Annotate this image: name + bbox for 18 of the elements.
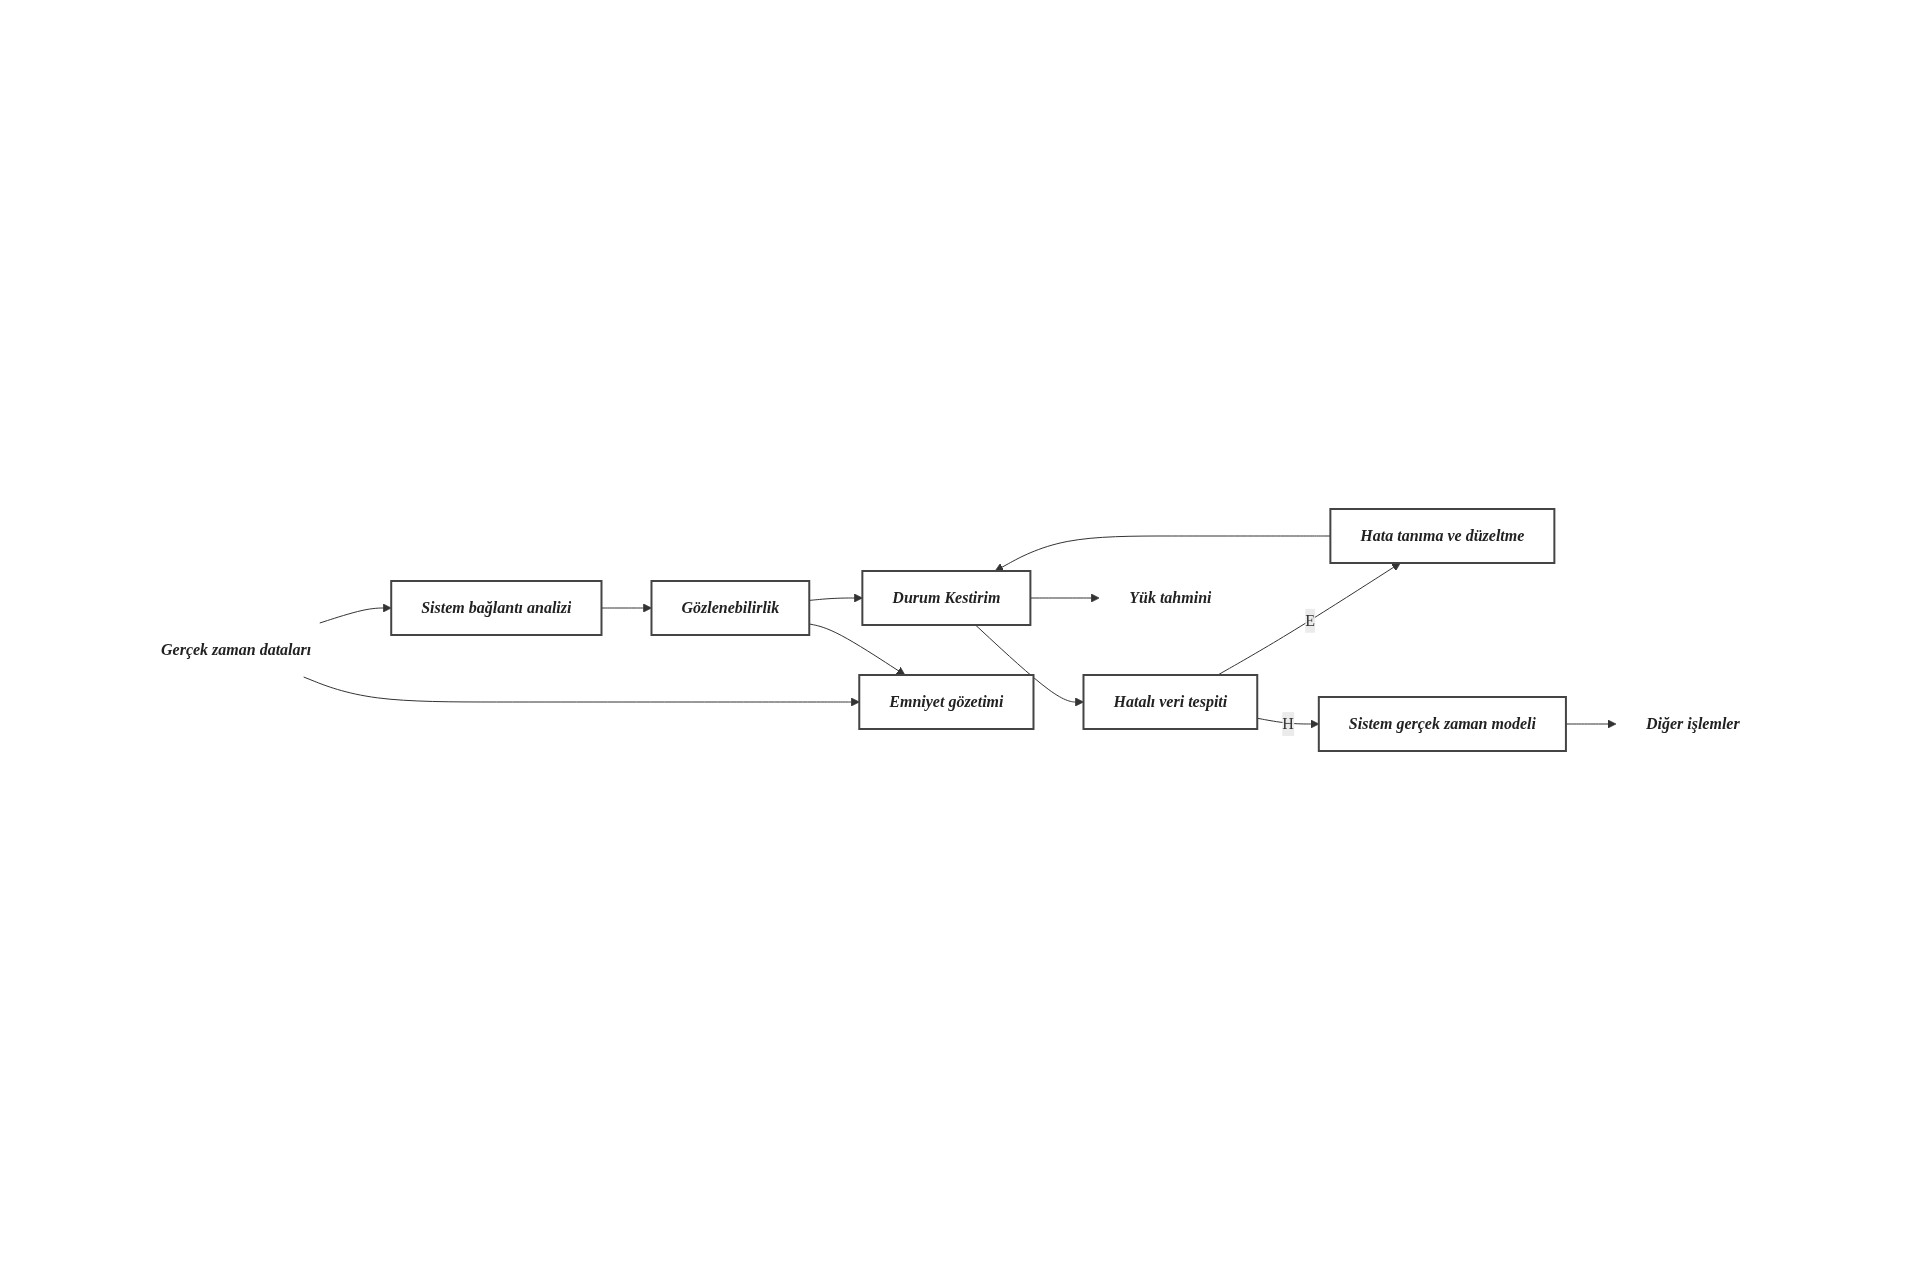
node-box: Durum Kestirim — [861, 570, 1032, 626]
arrow — [808, 593, 863, 603]
arrow — [808, 623, 905, 676]
node-text: Diğer işlemler — [1645, 715, 1740, 732]
arrow — [1565, 719, 1616, 729]
node-box: Hata tanıma ve düzeltme — [1329, 508, 1555, 564]
edge-label: H — [1281, 715, 1294, 732]
node-text: Gerçek zaman dataları — [160, 641, 311, 658]
node-box: Hatalı veri tespiti — [1082, 674, 1258, 730]
node-box: Sistem bağlantı analizi — [389, 580, 603, 636]
node-box: Sistem gerçek zaman modeli — [1317, 696, 1567, 752]
arrow — [994, 535, 1331, 572]
node-box: Emniyet gözetimi — [857, 674, 1035, 730]
arrow — [974, 624, 1084, 707]
node-text: Yük tahmini — [1128, 589, 1212, 606]
node-box: Gözlenebilirlik — [650, 580, 810, 636]
arrow — [1216, 562, 1401, 676]
edge-label: E — [1304, 611, 1315, 629]
